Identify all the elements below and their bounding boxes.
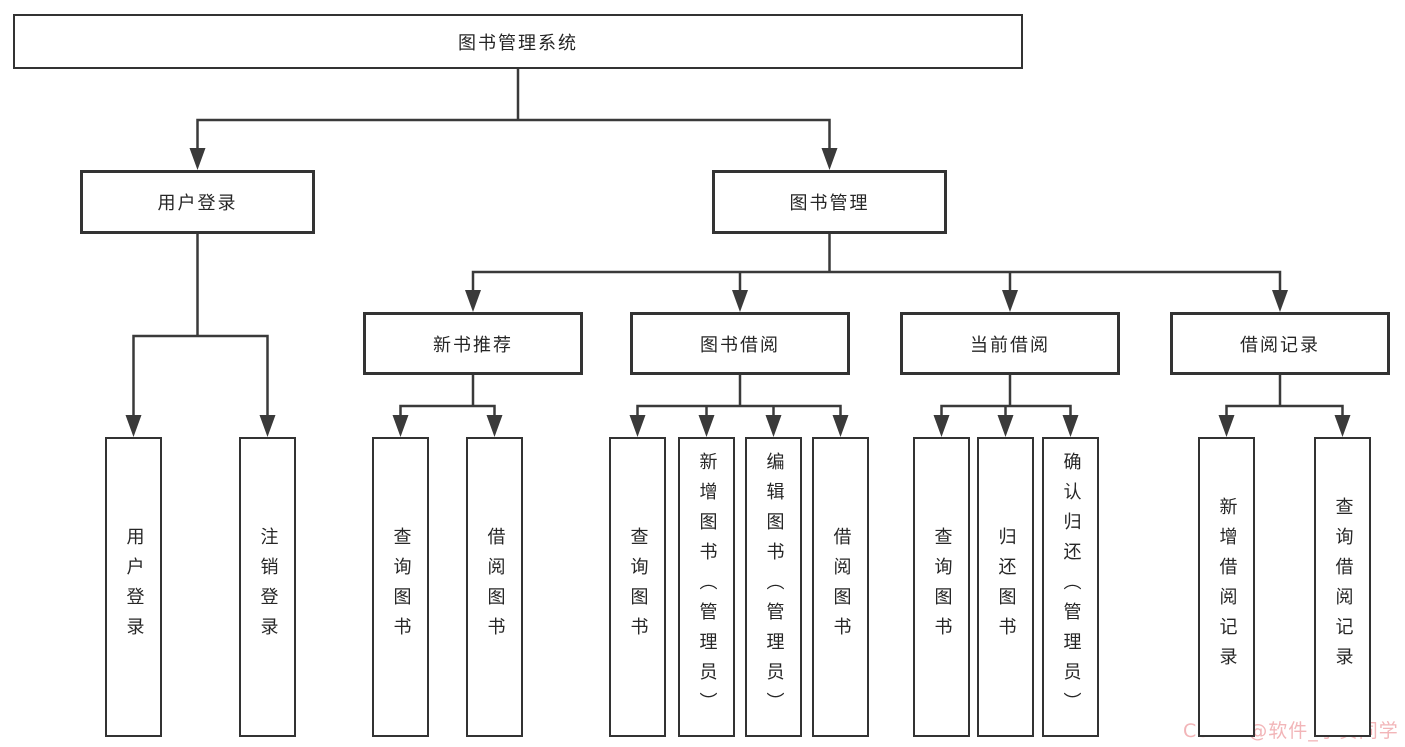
node-label: 图书管理系统 (458, 32, 578, 54)
leaf-borrow-books: 借阅图书 (812, 437, 869, 737)
node-new-book-recommend: 新书推荐 (363, 312, 583, 375)
node-label: 用户登录 (123, 527, 145, 647)
node-label: 新书推荐 (433, 334, 513, 356)
leaf-confirm-return-admin: 确认归还（管理员） (1042, 437, 1099, 737)
leaf-query-books-current: 查询图书 (913, 437, 970, 737)
leaf-query-books-recommend: 查询图书 (372, 437, 429, 737)
node-label: 查询借阅记录 (1332, 497, 1354, 677)
leaf-user-login: 用户登录 (105, 437, 162, 737)
node-label: 查询图书 (931, 527, 953, 647)
node-label: 图书借阅 (700, 334, 780, 356)
leaf-borrow-books-recommend: 借阅图书 (466, 437, 523, 737)
node-label: 查询图书 (627, 527, 649, 647)
node-label: 编辑图书（管理员） (763, 452, 785, 722)
node-label: 查询图书 (390, 527, 412, 647)
node-label: 确认归还（管理员） (1060, 452, 1082, 722)
leaf-logout: 注销登录 (239, 437, 296, 737)
node-label: 图书管理 (789, 193, 870, 214)
leaf-add-book-admin: 新增图书（管理员） (678, 437, 735, 737)
leaf-query-books-borrow: 查询图书 (609, 437, 666, 737)
node-book-management: 图书管理 (712, 170, 947, 234)
node-label: 归还图书 (995, 527, 1017, 647)
node-book-borrowing: 图书借阅 (630, 312, 850, 375)
node-label: 新增图书（管理员） (696, 452, 718, 722)
node-label: 当前借阅 (970, 334, 1050, 356)
leaf-return-book: 归还图书 (977, 437, 1034, 737)
node-label: 借阅记录 (1240, 334, 1320, 356)
node-label: 注销登录 (257, 527, 279, 647)
leaf-edit-book-admin: 编辑图书（管理员） (745, 437, 802, 737)
leaf-query-borrow-record: 查询借阅记录 (1314, 437, 1371, 737)
node-label: 借阅图书 (830, 527, 852, 647)
node-current-borrowing: 当前借阅 (900, 312, 1120, 375)
node-label: 新增借阅记录 (1216, 497, 1238, 677)
node-label: 借阅图书 (484, 527, 506, 647)
leaf-add-borrow-record: 新增借阅记录 (1198, 437, 1255, 737)
node-borrowing-records: 借阅记录 (1170, 312, 1390, 375)
node-label: 用户登录 (157, 193, 238, 214)
node-user-login: 用户登录 (80, 170, 315, 234)
node-root: 图书管理系统 (13, 14, 1023, 69)
